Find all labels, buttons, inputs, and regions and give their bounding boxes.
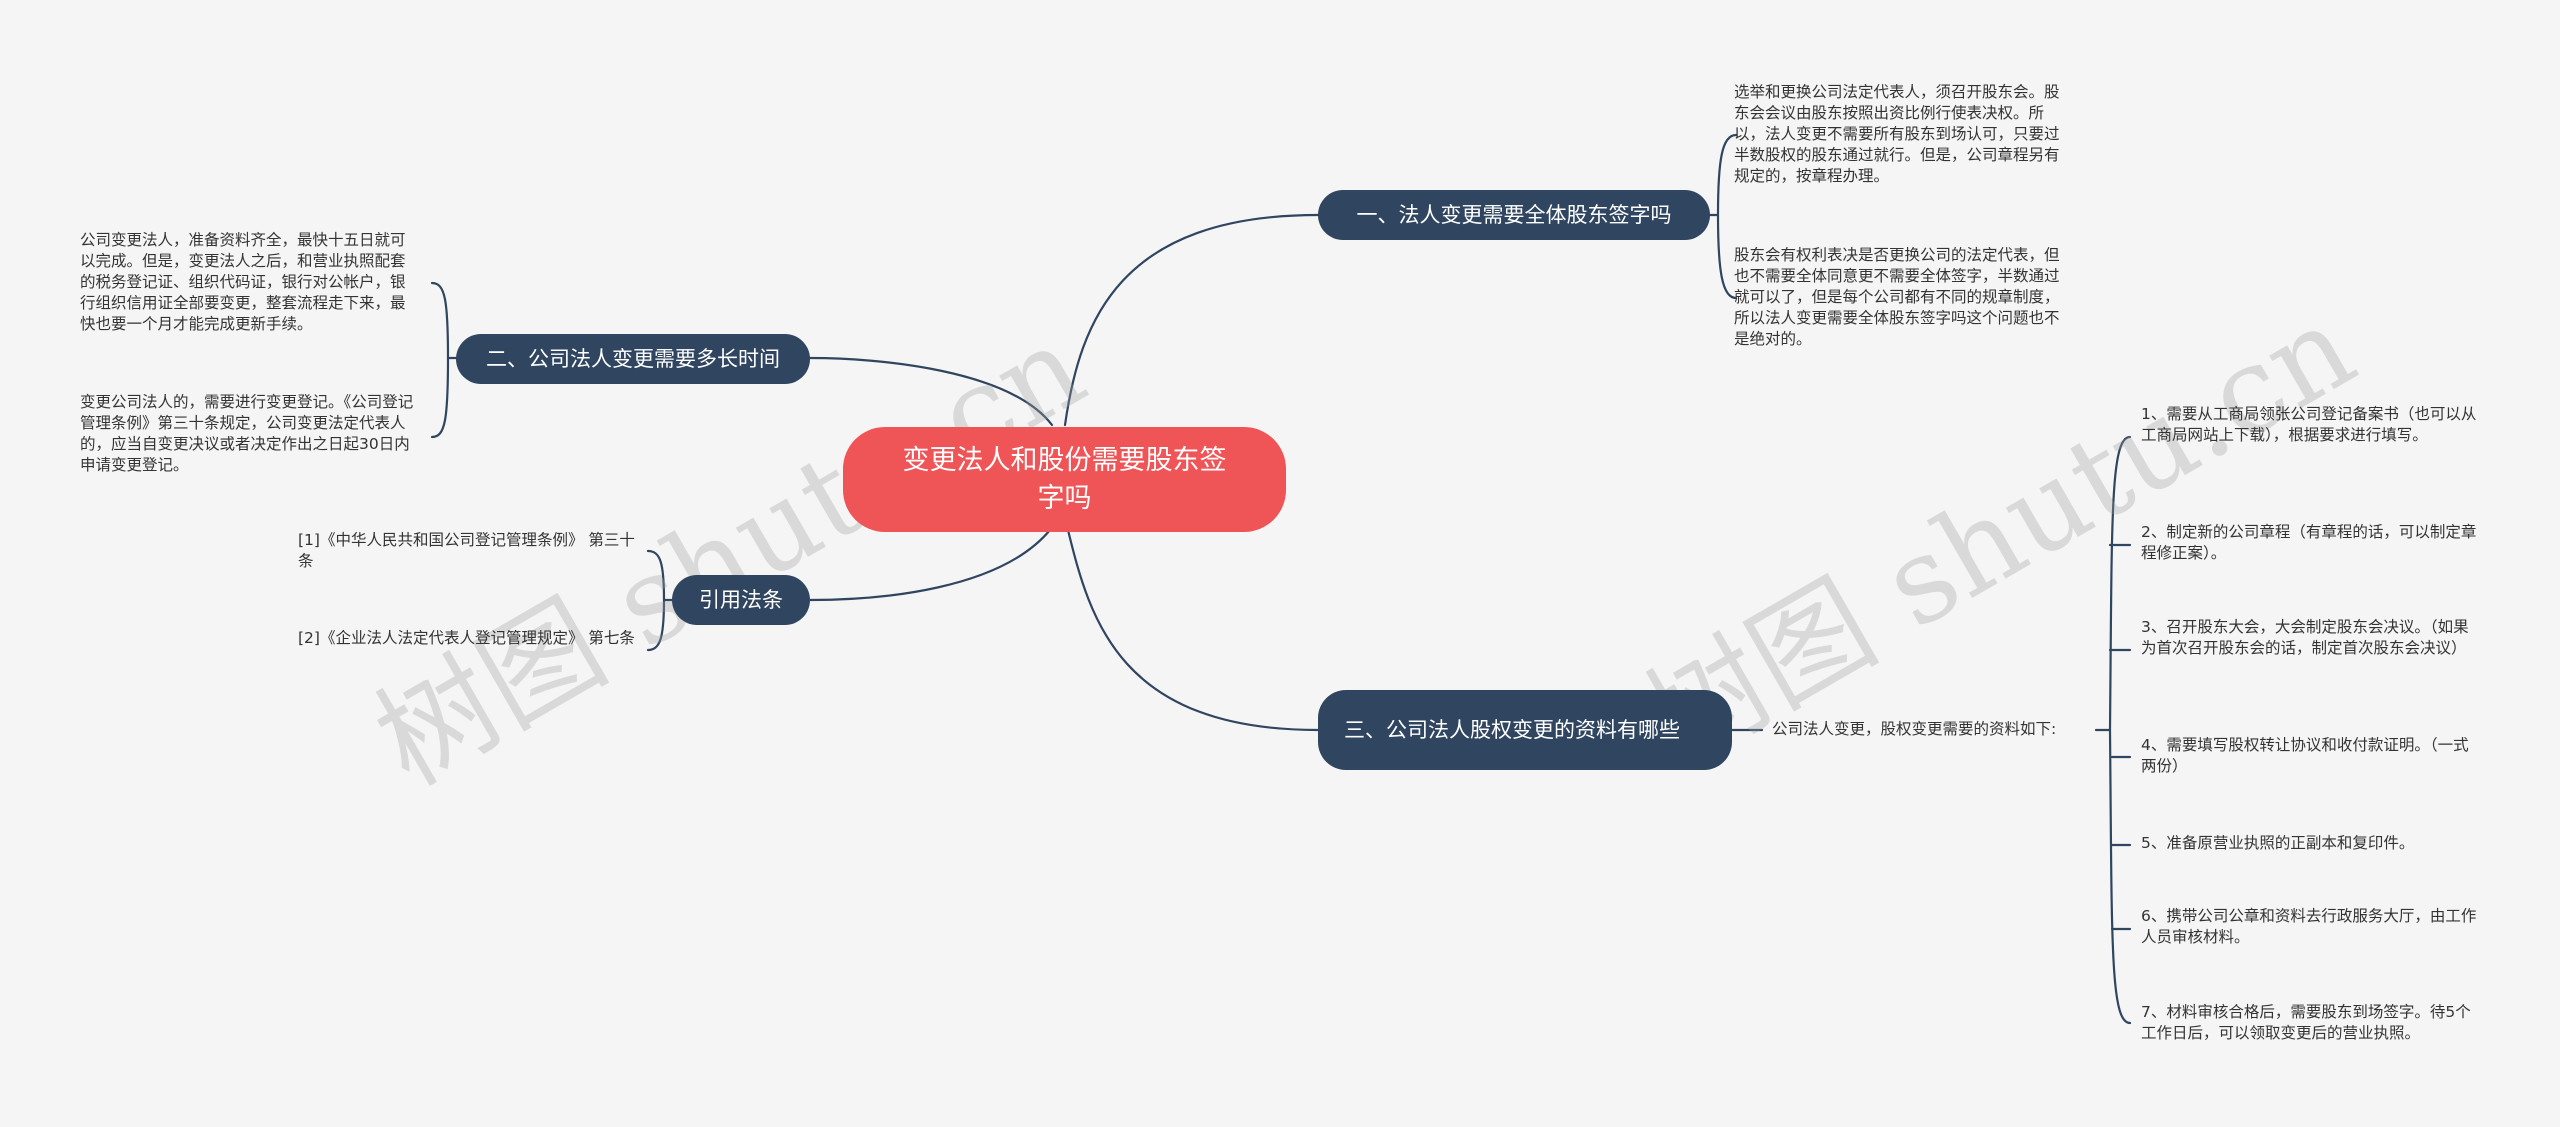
- leaf-note: 选举和更换公司法定代表人，须召开股东会。股东会会议由股东按照出资比例行使表决权。…: [1734, 83, 2060, 185]
- leaf-citation: [1]《中华人民共和国公司登记管理条例》 第三十条: [298, 531, 635, 570]
- branch-label: 一、法人变更需要全体股东签字吗: [1356, 203, 1672, 227]
- bracket-branch2: [430, 281, 458, 439]
- leaf-note: 公司变更法人，准备资料齐全，最快十五日就可以完成。但是，变更法人之后，和营业执照…: [80, 231, 406, 333]
- documents-intro: 公司法人变更，股权变更需要的资料如下:: [1772, 720, 2057, 738]
- root-label: 变更法人和股份需要股东签字吗: [902, 444, 1227, 514]
- link-root-branch4: [1066, 528, 1320, 732]
- step-item: 6、携带公司公章和资料去行政服务大厅，由工作人员审核材料。: [2141, 907, 2477, 946]
- branch-label: 三、公司法人股权变更的资料有哪些: [1344, 718, 1680, 742]
- step-item: 3、召开股东大会，大会制定股东会决议。（如果为首次召开股东会的话，制定首次股东会…: [2141, 618, 2469, 657]
- branch-cited-laws[interactable]: 引用法条: [672, 575, 810, 625]
- bracket-branch1: [1708, 133, 1738, 300]
- branch-legal-rep-signature[interactable]: 一、法人变更需要全体股东签字吗: [1318, 190, 1710, 240]
- leaf-note: 股东会有权利表决是否更换公司的法定代表，但也不需要全体同意更不需要全体签字，半数…: [1734, 246, 2060, 348]
- link-root-branch2: [808, 356, 1054, 427]
- root-node[interactable]: 变更法人和股份需要股东签字吗: [843, 427, 1286, 532]
- branch-equity-documents[interactable]: 三、公司法人股权变更的资料有哪些: [1318, 690, 1732, 770]
- branch-label: 引用法条: [699, 588, 783, 612]
- bracket-sublabel: [2094, 435, 2132, 1025]
- step-item: 7、材料审核合格后，需要股东到场签字。待5个工作日后，可以领取变更后的营业执照。: [2141, 1003, 2471, 1042]
- leaf-citation: [2]《企业法人法定代表人登记管理规定》 第七条: [298, 629, 635, 647]
- step-item: 1、需要从工商局领张公司登记备案书（也可以从工商局网站上下载），根据要求进行填写…: [2141, 405, 2477, 444]
- branch-change-duration[interactable]: 二、公司法人变更需要多长时间: [456, 334, 810, 384]
- link-root-branch3: [808, 528, 1052, 602]
- step-item: 2、制定新的公司章程（有章程的话，可以制定章程修正案）。: [2141, 523, 2477, 562]
- bracket-branch3: [646, 549, 674, 652]
- branch-label: 二、公司法人变更需要多长时间: [486, 347, 780, 371]
- step-item: 5、准备原营业执照的正副本和复印件。: [2141, 834, 2415, 852]
- leaf-note: 变更公司法人的，需要进行变更登记。《公司登记管理条例》第三十条规定，公司变更法定…: [80, 393, 414, 474]
- step-item: 4、需要填写股权转让协议和收付款证明。（一式两份）: [2141, 736, 2469, 775]
- link-root-branch1: [1063, 213, 1320, 427]
